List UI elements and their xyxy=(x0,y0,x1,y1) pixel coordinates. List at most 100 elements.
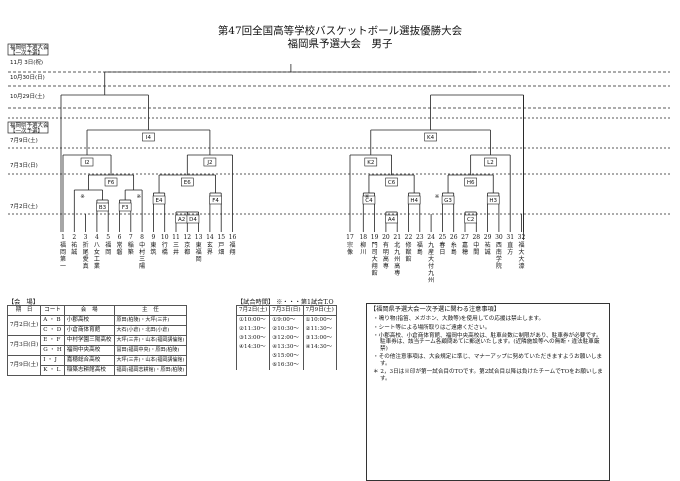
school-name-char: 宗 xyxy=(347,241,353,249)
school-number: 31 xyxy=(506,234,514,241)
school-name-char: 筑 xyxy=(150,248,156,256)
schedule-slot: ②11:30～ xyxy=(235,325,271,334)
m-j2-code: J2 xyxy=(206,160,212,166)
venue-date: 7月9日(土) xyxy=(6,355,42,376)
school-number: 18 xyxy=(359,234,367,241)
schedule-slot: ③13:00～ xyxy=(235,334,271,343)
school-name-char: 川 xyxy=(360,249,366,256)
school-number: 29 xyxy=(484,234,492,241)
venue-court: C ・ D xyxy=(40,325,65,336)
school-name-char: 北 xyxy=(394,241,400,249)
school-name-char: 方 xyxy=(507,248,513,256)
m-g3-codebox xyxy=(441,195,455,205)
school-name-char: 祐 xyxy=(71,241,77,249)
schedule-slot: ①10:00～ xyxy=(302,315,337,325)
school-name-char: 産 xyxy=(428,248,434,256)
m-h3-code: H3 xyxy=(489,198,497,204)
school-name-char: 東 xyxy=(196,241,202,249)
school-name-char: 修 xyxy=(405,241,411,249)
tournament-subtitle: 福岡県予選大会 男子 xyxy=(287,38,393,50)
school-number: 12 xyxy=(183,234,191,241)
school-name-char: 嘉 xyxy=(462,241,468,249)
school-name-char: 館 xyxy=(405,255,411,263)
school-name-char: 磐 xyxy=(116,248,122,256)
tag-mid-line1: 福岡県予選大会 xyxy=(10,121,49,129)
schedule-slot xyxy=(302,352,337,361)
school-name-char: 付 xyxy=(428,262,434,270)
notes-box: 【福岡県予選大会一次予選に関わる注意事項】 ・鳴り物(指笛、メガホン、大鼓等)を… xyxy=(366,303,610,481)
tag-top-line2: 【一次予選】 xyxy=(10,49,43,57)
school-name-char: 福 xyxy=(60,241,66,249)
venue-staff: 大坪(三井)・山本(福岡講倫館) xyxy=(113,355,188,366)
m-b3-codebox xyxy=(96,202,109,212)
m-a2-code: A2 xyxy=(178,217,185,223)
school-name-char: 岡 xyxy=(105,249,111,256)
m-h3-codebox xyxy=(486,195,500,205)
school-name-char: 大 xyxy=(518,255,524,263)
school-name-char: 柳 xyxy=(360,241,366,249)
school-name-char: 誠 xyxy=(485,248,491,256)
tournament-title: 第47回全国高等学校バスケットボール選抜優勝大会 xyxy=(217,25,463,37)
schedule-slot: ②11:30～ xyxy=(302,325,337,334)
schedule-slot: ⑤15:00～ xyxy=(269,352,304,361)
schedule-slot: ④14:30～ xyxy=(302,343,337,352)
schedule-day: 7月3日(日) xyxy=(269,305,304,316)
school-name-char: 明 xyxy=(383,249,389,256)
note-item: ・その他注意事項は、大会規定に準じ、マナーアップに努めていただきますようお願いし… xyxy=(373,354,603,367)
school-name-char: 州 xyxy=(428,277,434,284)
school-name-char: 直 xyxy=(507,241,513,249)
school-name-char: 大 xyxy=(428,255,434,263)
venue-header: 会 場 xyxy=(63,305,115,316)
school-name-char: 井 xyxy=(173,248,179,256)
schedule-slot: ③13:00～ xyxy=(302,334,337,343)
school-number: 30 xyxy=(495,234,503,241)
school-name-char: 折 xyxy=(83,241,89,249)
school-name-char: 誠 xyxy=(71,248,77,256)
school-number: 1 xyxy=(61,234,65,241)
date-oct30: 10月30日(日) xyxy=(10,74,45,81)
schedule-slot: ④14:30～ xyxy=(235,343,271,352)
school-name-char: 糸 xyxy=(451,241,457,249)
m-f3-code: F3 xyxy=(122,205,129,211)
school-number: 9 xyxy=(151,234,155,241)
school-name-char: 戸 xyxy=(218,242,224,249)
school-name-char: 専 xyxy=(394,269,400,277)
school-name-char: 学 xyxy=(496,255,502,263)
m-j2-codebox xyxy=(203,157,217,167)
school-number: 21 xyxy=(393,234,401,241)
table-row: ⑤15:00～ xyxy=(235,352,337,361)
table-row: ⑥16:30～ xyxy=(235,361,337,370)
to-mark: ※ xyxy=(365,194,370,200)
m-a4-code: A4 xyxy=(388,217,396,223)
school-number: 28 xyxy=(472,234,480,241)
school-number: 6 xyxy=(118,234,122,241)
school-number: 14 xyxy=(206,234,214,241)
m-c4-code: C4 xyxy=(365,198,373,204)
school-name-char: 福 xyxy=(196,248,202,256)
school-number: 7 xyxy=(129,234,133,241)
school-name-char: 門 xyxy=(372,242,378,249)
school-name-char: 福 xyxy=(417,241,423,249)
m-l2r-code: L2 xyxy=(487,160,494,166)
m-c6-code: C6 xyxy=(388,180,396,186)
m-a4-codebox xyxy=(385,214,398,224)
school-number: 24 xyxy=(427,234,435,241)
m-h4-code: H4 xyxy=(410,198,418,204)
m-c2-codebox xyxy=(464,214,477,224)
tag-box-mid xyxy=(7,121,49,134)
school-number: 16 xyxy=(229,234,237,241)
school-number: 17 xyxy=(346,234,354,241)
school-name-char: 濠 xyxy=(518,262,524,270)
school-name-char: 業 xyxy=(94,262,100,270)
m-e4-code: E4 xyxy=(156,198,163,204)
m-l2r-codebox xyxy=(484,157,497,167)
venue-staff: 福岡(福岡志耕館)・原田(柏陵) xyxy=(113,365,188,376)
school-name-char: 像 xyxy=(347,248,353,256)
venue-court: K ・ L xyxy=(40,365,65,376)
schedule-slot: ③12:00～ xyxy=(269,334,304,343)
school-name-char: 中 xyxy=(473,241,479,249)
venue-court: I ・ J xyxy=(40,355,65,366)
